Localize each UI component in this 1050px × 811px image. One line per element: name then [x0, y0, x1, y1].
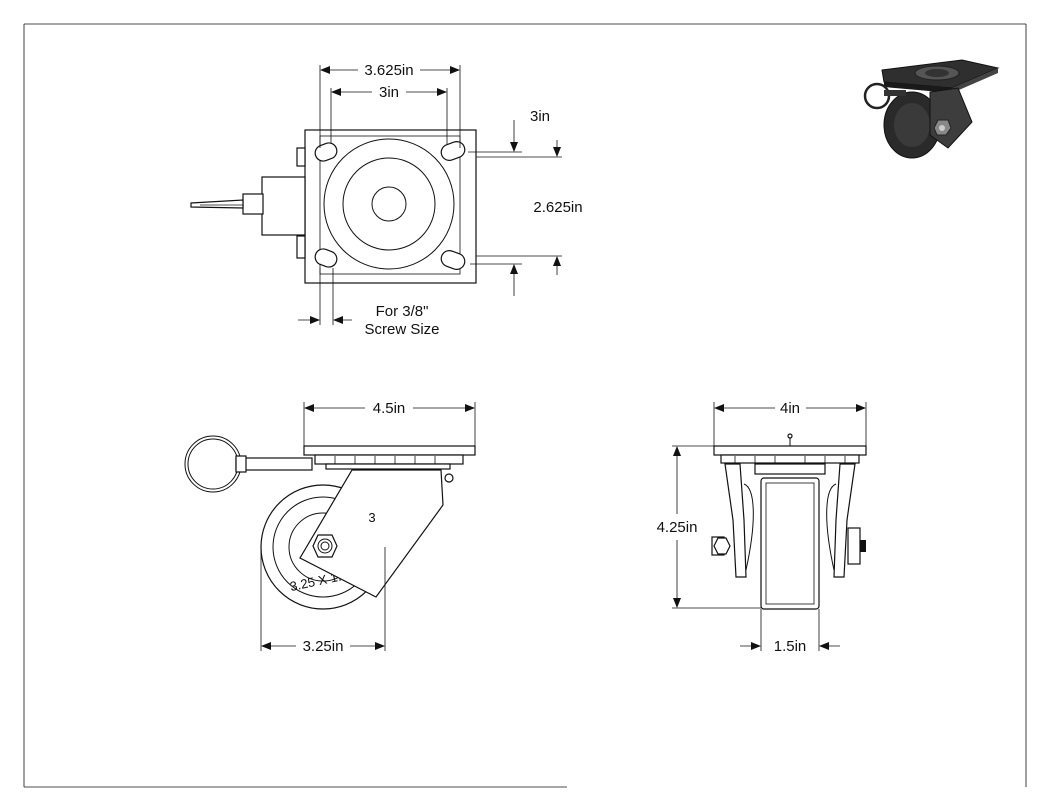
fork-leg: 3	[299, 469, 454, 598]
bolt-slot	[314, 142, 338, 162]
dim-wheel-diameter-label: 3.25in	[303, 638, 344, 655]
bolt-slot	[314, 248, 338, 268]
hub-marking: 3	[368, 510, 375, 525]
axle-front	[711, 527, 866, 565]
front-view: 4in 4.25in 1.5in	[657, 400, 867, 655]
dim-wheel-width: 1.5in	[740, 609, 840, 655]
dim-plate-length: 4.5in	[303, 400, 476, 446]
wheel-front	[760, 477, 820, 610]
side-view: 3.25 X 1.5 3	[184, 400, 476, 655]
dim-wheel-diameter: 3.25in	[260, 547, 386, 655]
screw-size-note: For 3/8" Screw Size	[298, 268, 440, 338]
dim-overall-width-label: 3.625in	[364, 62, 413, 79]
screw-note-line1: For 3/8"	[376, 303, 429, 320]
dim-vertical-right: 3in 2.625in	[468, 108, 583, 296]
dim-bolt-height-label: 3in	[530, 108, 550, 125]
dim-plate-length-label: 4.5in	[373, 400, 406, 417]
dim-plate-width: 4in	[713, 400, 867, 446]
bolt-slot	[440, 250, 466, 270]
axle-nut	[312, 534, 338, 558]
ring-pull	[184, 435, 313, 493]
dim-height-label: 4.25in	[657, 519, 698, 536]
plate-side	[303, 445, 476, 470]
top-view: 3.625in 3in 3in 2.625in	[190, 62, 583, 338]
screw-note-line2: Screw Size	[364, 321, 439, 338]
drawing-frame	[23, 23, 1027, 788]
dim-bolt-width-label: 3in	[379, 84, 399, 101]
dim-bolt-width: 3in	[330, 84, 448, 144]
fork-front	[724, 463, 856, 578]
dim-height: 4.25in	[657, 445, 761, 609]
dim-plate-height-label: 2.625in	[533, 199, 582, 216]
caster-3d-icon	[863, 59, 1000, 159]
dim-overall-width: 3.625in	[319, 62, 461, 148]
mounting-plate-top	[190, 129, 477, 284]
dim-plate-width-label: 4in	[780, 400, 800, 417]
plate-front	[713, 433, 867, 475]
bolt-slot	[440, 141, 466, 161]
dim-wheel-width-label: 1.5in	[774, 638, 807, 655]
